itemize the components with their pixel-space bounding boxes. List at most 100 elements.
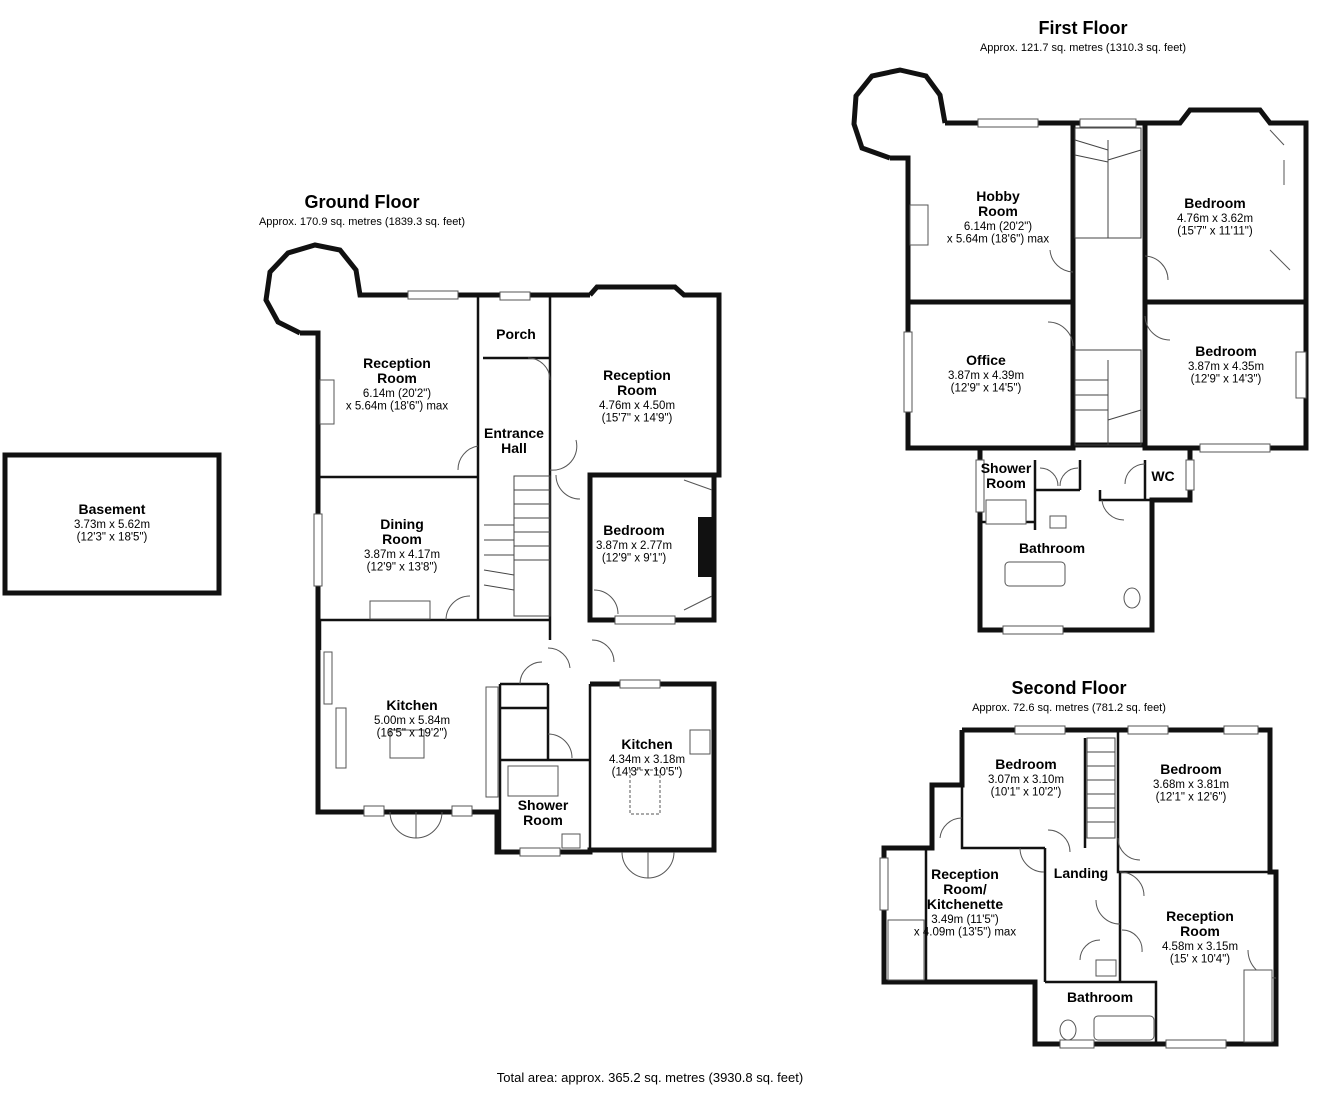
room-dimensions: (12'1" x 12'6") xyxy=(1156,792,1227,804)
room-sf-bathroom: Bathroom xyxy=(1067,989,1133,1005)
room-dimensions: 3.07m x 3.10m xyxy=(988,774,1064,786)
room-gf-kitchen-1: Kitchen 5.00m x 5.84m(16'5" x 19'2") xyxy=(374,697,450,740)
room-ff-bedroom-1: Bedroom 4.76m x 3.62m(15'7" x 11'11") xyxy=(1177,195,1253,238)
labels: Ground Floor Approx. 170.9 sq. metres (1… xyxy=(74,18,1264,1085)
room-dimensions: 4.76m x 3.62m xyxy=(1177,213,1253,225)
second-floor-title: Second Floor xyxy=(1011,678,1126,698)
ground-floor-plan xyxy=(263,242,722,879)
room-name: Bathroom xyxy=(1067,989,1133,1005)
room-name: Basement xyxy=(79,501,146,517)
room-dimensions: 3.87m x 2.77m xyxy=(596,540,672,552)
room-ff-bathroom: Bathroom xyxy=(1019,540,1085,556)
room-sf-landing: Landing xyxy=(1054,865,1108,881)
room-name: Kitchen xyxy=(386,697,437,713)
room-name: Hobby xyxy=(976,188,1020,204)
room-name: Room xyxy=(523,812,563,828)
room-name: Bedroom xyxy=(1195,343,1256,359)
room-name: Room xyxy=(1180,923,1220,939)
room-dimensions: x 4.09m (13'5") max xyxy=(914,927,1016,939)
room-name: Entrance xyxy=(484,425,544,441)
first-floor-title: First Floor xyxy=(1039,18,1128,38)
room-name: Room xyxy=(978,203,1018,219)
room-dimensions: (14'3" x 10'5") xyxy=(612,767,683,779)
room-dimensions: 3.87m x 4.35m xyxy=(1188,361,1264,373)
room-basement: Basement 3.73m x 5.62m(12'3" x 18'5") xyxy=(74,501,150,544)
room-dimensions: (12'9" x 14'5") xyxy=(951,383,1022,395)
room-dimensions: 4.76m x 4.50m xyxy=(599,400,675,412)
room-name: Bedroom xyxy=(1184,195,1245,211)
room-dimensions: (12'9" x 9'1") xyxy=(602,553,667,565)
ground-floor-area: Approx. 170.9 sq. metres (1839.3 sq. fee… xyxy=(259,216,465,228)
room-gf-porch: Porch xyxy=(496,326,536,342)
room-dimensions: 3.73m x 5.62m xyxy=(74,519,150,531)
room-name: Landing xyxy=(1054,865,1108,881)
room-dimensions: 4.58m x 3.15m xyxy=(1162,941,1238,953)
second-floor-plan xyxy=(879,725,1279,1049)
room-dimensions: (16'5" x 19'2") xyxy=(377,728,448,740)
basement-plan xyxy=(2,452,222,596)
room-name: WC xyxy=(1151,468,1174,484)
room-dimensions: 6.14m (20'2") xyxy=(363,388,431,400)
room-name: Room/ xyxy=(943,881,987,897)
room-name: Room xyxy=(377,370,417,386)
room-name: Bathroom xyxy=(1019,540,1085,556)
room-dimensions: (15'7" x 14'9") xyxy=(602,413,673,425)
room-name: Kitchenette xyxy=(927,896,1003,912)
room-name: Reception xyxy=(603,367,671,383)
second-floor-area: Approx. 72.6 sq. metres (781.2 sq. feet) xyxy=(972,702,1166,714)
room-dimensions: x 5.64m (18'6") max xyxy=(947,234,1049,246)
room-dimensions: 3.68m x 3.81m xyxy=(1153,779,1229,791)
room-sf-bedroom-1: Bedroom 3.07m x 3.10m(10'1" x 10'2") xyxy=(988,756,1064,799)
room-name: Bedroom xyxy=(603,522,664,538)
first-floor-area: Approx. 121.7 sq. metres (1310.3 sq. fee… xyxy=(980,42,1186,54)
room-dimensions: 4.34m x 3.18m xyxy=(609,754,685,766)
first-floor-plan xyxy=(851,67,1309,635)
room-name: Reception xyxy=(363,355,431,371)
room-sf-bedroom-2: Bedroom 3.68m x 3.81m(12'1" x 12'6") xyxy=(1153,761,1229,804)
room-ff-wc: WC xyxy=(1151,468,1174,484)
room-name: Dining xyxy=(380,516,424,532)
room-name: Bedroom xyxy=(995,756,1056,772)
room-dimensions: (12'9" x 13'8") xyxy=(367,562,438,574)
room-name: Shower xyxy=(981,460,1032,476)
room-name: Porch xyxy=(496,326,536,342)
room-name: Reception xyxy=(931,866,999,882)
room-dimensions: 3.87m x 4.39m xyxy=(948,370,1024,382)
room-name: Room xyxy=(986,475,1026,491)
room-name: Room xyxy=(382,531,422,547)
total-area: Total area: approx. 365.2 sq. metres (39… xyxy=(497,1070,803,1085)
room-ff-bedroom-2: Bedroom 3.87m x 4.35m(12'9" x 14'3") xyxy=(1188,343,1264,386)
room-gf-kitchen-2: Kitchen 4.34m x 3.18m(14'3" x 10'5") xyxy=(609,736,685,779)
room-dimensions: (12'3" x 18'5") xyxy=(77,532,148,544)
room-labels: Basement 3.73m x 5.62m(12'3" x 18'5") Rece… xyxy=(74,188,1264,1005)
room-name: Bedroom xyxy=(1160,761,1221,777)
room-dimensions: (12'9" x 14'3") xyxy=(1191,374,1262,386)
room-dimensions: 3.87m x 4.17m xyxy=(364,549,440,561)
room-dimensions: 6.14m (20'2") xyxy=(964,221,1032,233)
room-ff-office: Office 3.87m x 4.39m(12'9" x 14'5") xyxy=(948,352,1024,395)
ground-floor-title: Ground Floor xyxy=(305,192,420,212)
room-dimensions: (15' x 10'4") xyxy=(1170,954,1230,966)
room-dimensions: (15'7" x 11'11") xyxy=(1177,226,1253,238)
room-name: Office xyxy=(966,352,1006,368)
room-name: Shower xyxy=(518,797,569,813)
room-name: Kitchen xyxy=(621,736,672,752)
room-name: Room xyxy=(617,382,657,398)
room-gf-bedroom: Bedroom 3.87m x 2.77m(12'9" x 9'1") xyxy=(596,522,672,565)
room-dimensions: 5.00m x 5.84m xyxy=(374,715,450,727)
room-name: Reception xyxy=(1166,908,1234,924)
room-dimensions: x 5.64m (18'6") max xyxy=(346,401,448,413)
room-name: Hall xyxy=(501,440,527,456)
room-dimensions: (10'1" x 10'2") xyxy=(991,787,1062,799)
room-dimensions: 3.49m (11'5") xyxy=(931,914,999,926)
